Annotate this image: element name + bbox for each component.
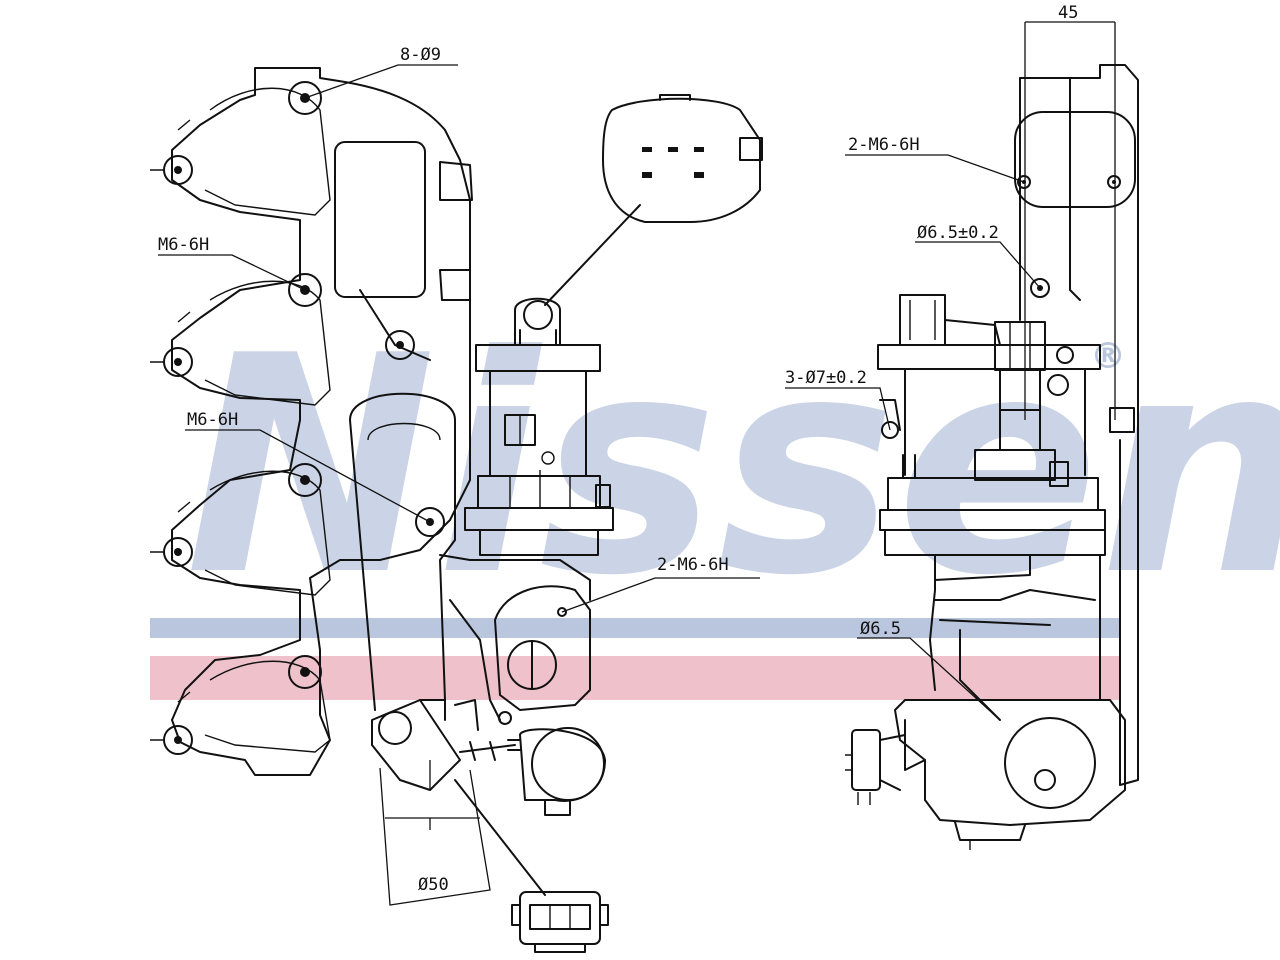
label-thread-2-left: 2-M6-6H — [657, 555, 729, 575]
side-view — [845, 21, 1139, 850]
label-thread-2-right: 2-M6-6H — [848, 135, 920, 155]
watermark-text: Nissens — [185, 292, 1280, 641]
bolt-holes — [163, 81, 445, 755]
sensor-window — [334, 141, 426, 298]
label-diameter-65-tol: Ø6.5±0.2 — [917, 223, 999, 243]
connector-3pin-icon — [454, 779, 609, 953]
actuator-left — [464, 297, 614, 556]
throttle-tube — [349, 392, 591, 721]
connector-4pin-icon — [544, 94, 763, 306]
leaders-right — [785, 154, 1041, 721]
watermark-registered-mark: ® — [1090, 336, 1126, 377]
watermark: Nissens ® — [150, 292, 1280, 700]
label-holes-3: 3-Ø7±0.2 — [785, 368, 867, 388]
label-holes-8: 8-Ø9 — [400, 45, 441, 65]
watermark-blue-stripe — [150, 618, 1120, 638]
leaders-left — [158, 64, 760, 613]
throttle-flange — [494, 585, 591, 725]
diameter-50-dimension — [379, 760, 491, 906]
motor-unit — [507, 727, 606, 816]
position-sensor — [371, 699, 516, 791]
watermark-red-stripe — [150, 656, 1120, 700]
label-thread-left-top: M6-6H — [158, 235, 209, 255]
label-diameter-50: Ø50 — [418, 875, 449, 895]
label-width-45: 45 — [1058, 3, 1078, 23]
label-thread-left-mid: M6-6H — [187, 410, 238, 430]
dimension-labels: 8-Ø9 M6-6H M6-6H 2-M6-6H Ø50 45 2-M6-6H … — [158, 3, 1078, 895]
label-diameter-65: Ø6.5 — [860, 619, 901, 639]
